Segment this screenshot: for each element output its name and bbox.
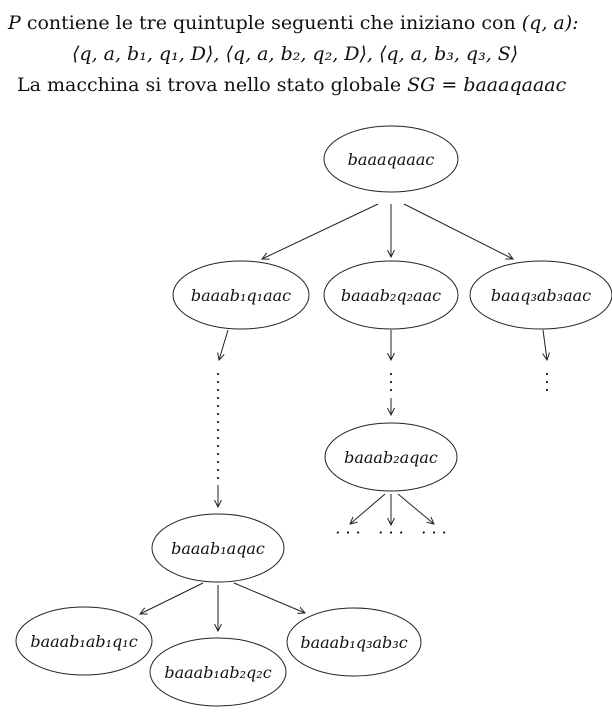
node-level1-center-label: baaab₂q₂aac <box>341 286 441 305</box>
ellipsis-right: · · · <box>421 523 446 542</box>
edge-root-to-node3 <box>403 203 513 259</box>
node-leaf-right <box>286 607 422 677</box>
dots-node2-column <box>389 372 393 392</box>
state-formula: SG = baaaqaaac <box>407 74 567 96</box>
state-text: La macchina si trova nello stato globale… <box>17 74 566 96</box>
edge-node1-down <box>219 329 229 360</box>
edge-mid-right <box>397 493 434 524</box>
node-deep <box>151 513 285 583</box>
node-level1-right-label: baaq₃ab₃aac <box>491 286 591 305</box>
dots-node1-column <box>216 372 220 480</box>
node-leaf-left <box>15 606 153 676</box>
node-leaf-center-label: baaab₁ab₂q₂c <box>164 663 271 682</box>
node-mid-label: baaab₂aqac <box>344 448 438 467</box>
intro-tuple: (q, a): <box>521 12 579 34</box>
edge-deep-to-leaf1 <box>140 582 204 614</box>
edge-root-to-node1 <box>262 203 379 259</box>
ellipsis-center: · · · <box>378 523 403 542</box>
node-root <box>323 125 459 193</box>
node-leaf-right-label: baaab₁q₃ab₃c <box>300 633 407 652</box>
quintuples-formula: ⟨q, a, b₁, q₁, D⟩, ⟨q, a, b₂, q₂, D⟩, ⟨q… <box>72 43 519 65</box>
edge-mid-left <box>350 493 386 524</box>
edge-node3-down <box>543 329 547 360</box>
intro-sentence: contiene le tre quintuple seguenti che i… <box>20 12 522 34</box>
ellipsis-left: · · · <box>335 523 360 542</box>
node-level1-left <box>172 260 310 330</box>
dots-node3-column <box>545 372 549 392</box>
state-sentence: La macchina si trova nello stato globale <box>17 74 408 96</box>
node-level1-left-label: baaab₁q₁aac <box>191 286 291 305</box>
node-leaf-left-label: baaab₁ab₁q₁c <box>30 632 137 651</box>
node-level1-center <box>323 260 459 330</box>
node-leaf-center <box>149 637 287 707</box>
intro-text: P contiene le tre quintuple seguenti che… <box>8 12 579 34</box>
node-deep-label: baaab₁aqac <box>171 539 265 558</box>
intro-symbol-p: P <box>8 12 21 34</box>
node-root-label: baaaqaaac <box>348 150 435 169</box>
edge-deep-to-leaf3 <box>233 582 305 613</box>
node-level1-right <box>469 260 612 330</box>
node-mid <box>324 422 458 492</box>
